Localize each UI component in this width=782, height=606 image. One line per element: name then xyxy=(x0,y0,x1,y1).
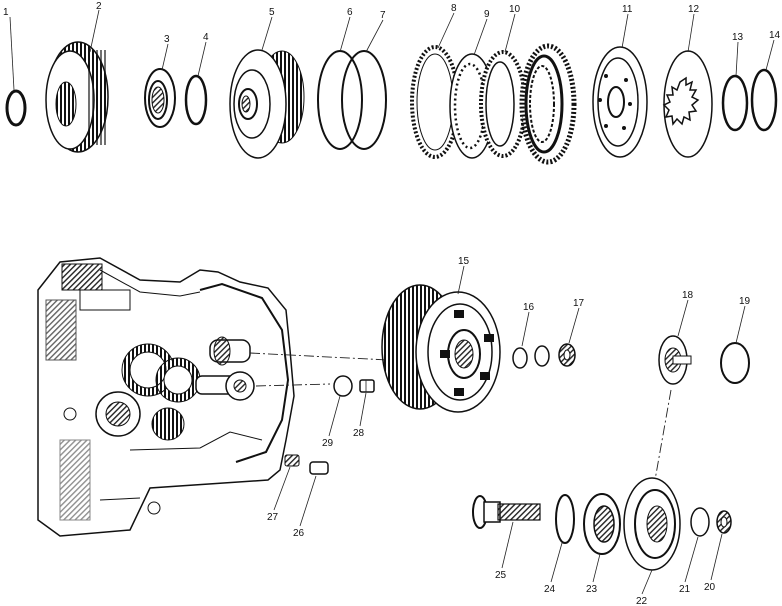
callout-4: 4 xyxy=(203,32,209,43)
leader-lines xyxy=(9,9,775,595)
callout-19: 19 xyxy=(739,296,751,307)
part-17-nut xyxy=(558,343,576,367)
part-26-dowel xyxy=(309,461,329,475)
part-19-snap-ring xyxy=(720,342,750,384)
engine-case xyxy=(37,257,295,537)
part-27-dowel xyxy=(284,454,300,467)
part-22-release-housing xyxy=(623,477,681,571)
part-25-adjuster-screw xyxy=(472,495,541,529)
part-18-release-plate xyxy=(658,335,692,385)
callout-17: 17 xyxy=(573,298,585,309)
callout-10: 10 xyxy=(509,4,521,15)
part-24-retaining-ring xyxy=(555,494,575,544)
part-15-clutch-drum xyxy=(381,284,501,413)
callout-22: 22 xyxy=(636,596,648,606)
centerline-countershaft xyxy=(255,383,331,387)
callout-9: 9 xyxy=(484,9,490,20)
callout-8: 8 xyxy=(451,3,457,14)
part-5-clutch-hub xyxy=(229,49,305,159)
callout-11: 11 xyxy=(622,4,633,15)
plate-stack xyxy=(519,43,577,165)
callout-16: 16 xyxy=(523,302,535,313)
part-1-snap-ring xyxy=(5,89,27,127)
callout-5: 5 xyxy=(269,7,275,18)
callout-13: 13 xyxy=(732,32,744,43)
part-13-snap-ring xyxy=(721,74,749,132)
callout-2: 2 xyxy=(96,1,102,12)
part-23-bearing xyxy=(583,493,621,555)
callout-14: 14 xyxy=(769,30,781,41)
part-12-spring-plate xyxy=(662,50,713,158)
callout-1: 1 xyxy=(3,7,9,18)
callout-18: 18 xyxy=(682,290,694,301)
callout-6: 6 xyxy=(347,7,353,18)
centerline-mainshaft xyxy=(249,352,389,361)
part-10-plate xyxy=(479,50,527,158)
callout-26: 26 xyxy=(293,528,305,539)
callout-3: 3 xyxy=(164,34,170,45)
part-11-pressure-plate xyxy=(592,46,648,158)
callout-numbers: 1 2 3 4 5 6 7 8 9 10 11 12 13 14 15 16 1… xyxy=(3,1,781,606)
callout-21: 21 xyxy=(679,584,691,595)
callout-25: 25 xyxy=(495,570,507,581)
callout-12: 12 xyxy=(688,4,700,15)
callout-27: 27 xyxy=(267,512,279,523)
part-6-ring xyxy=(317,50,363,150)
part-4-snap-ring xyxy=(184,74,208,126)
part-29-washer xyxy=(333,375,353,397)
part-28-pin xyxy=(359,379,375,393)
callout-15: 15 xyxy=(458,256,470,267)
part-20-nut xyxy=(716,510,732,534)
callout-23: 23 xyxy=(586,584,598,595)
callout-24: 24 xyxy=(544,584,556,595)
callout-28: 28 xyxy=(353,428,365,439)
part-2-clutch-shell-gear xyxy=(45,41,109,153)
part-16-washer xyxy=(512,345,550,369)
callout-7: 7 xyxy=(380,10,386,21)
callout-29: 29 xyxy=(322,438,334,449)
centerline-release xyxy=(654,389,672,481)
part-14-snap-ring xyxy=(750,68,778,132)
callout-20: 20 xyxy=(704,582,716,593)
part-7-ring xyxy=(341,50,387,150)
part-3-bearing xyxy=(144,68,176,128)
part-21-washer xyxy=(690,507,710,537)
